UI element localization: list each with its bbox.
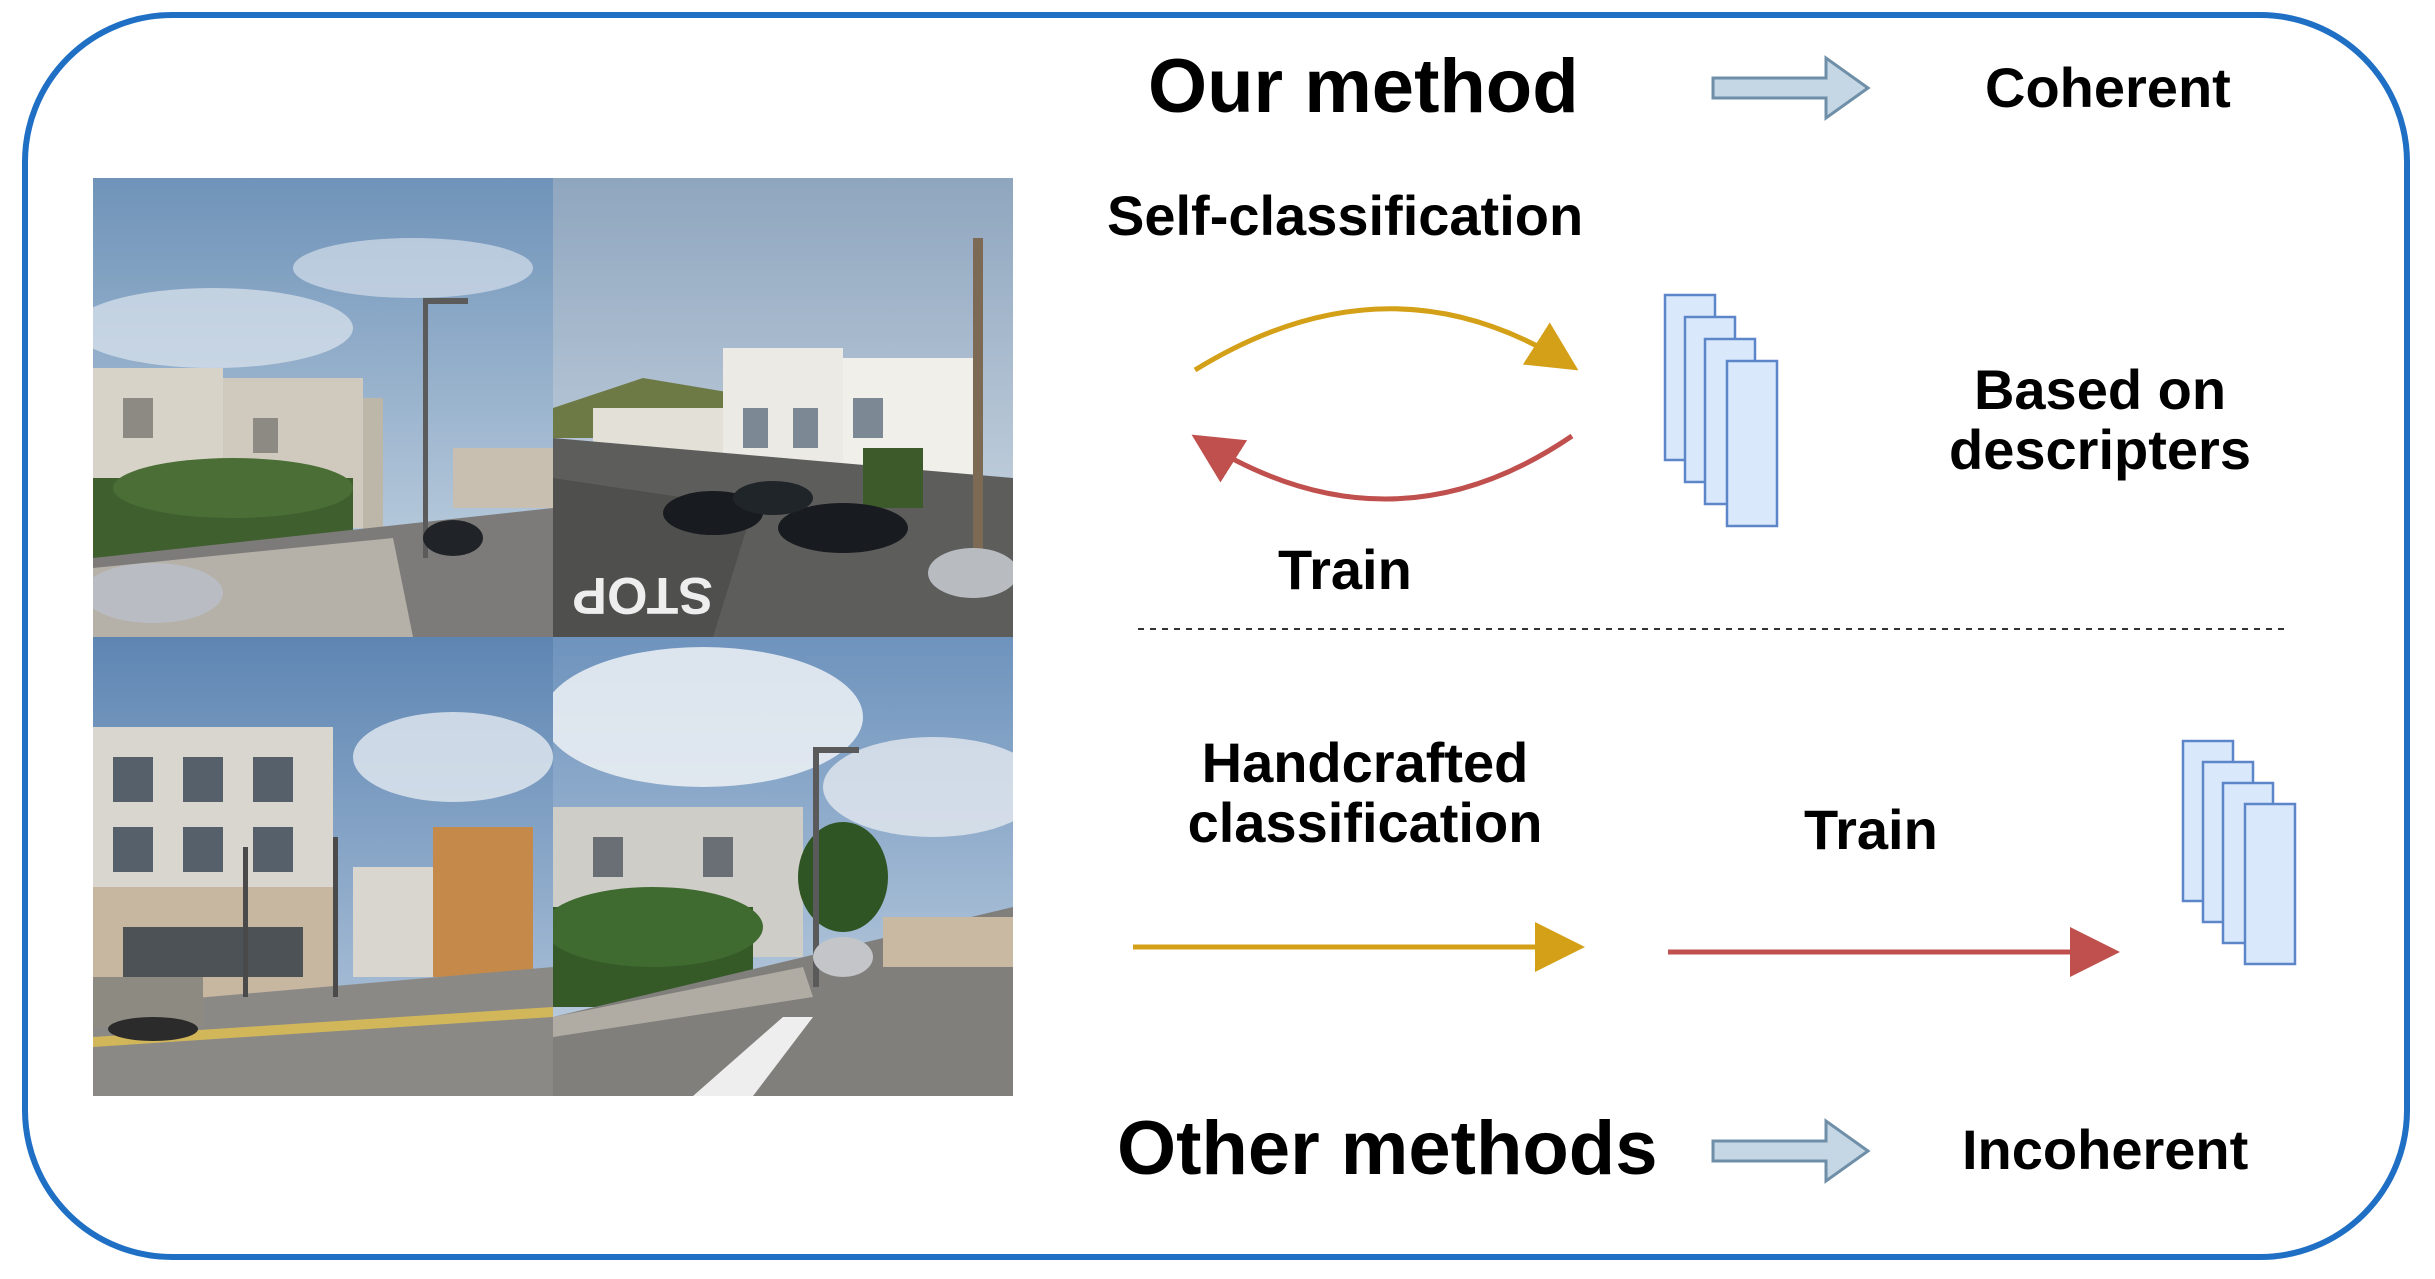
descriptor-label-line2: descripters	[1949, 418, 2251, 482]
stop-road-marking: STOP	[572, 566, 713, 624]
street-photo-bottom-left	[93, 637, 553, 1096]
incoherent-label: Incoherent	[1962, 1118, 2249, 1181]
street-photo-top-right: STOP	[553, 178, 1013, 637]
coherent-label: Coherent	[1985, 56, 2231, 119]
descriptor-label: Based on descripters	[1900, 358, 2300, 482]
handcrafted-classification-label: Handcrafted classification	[1150, 731, 1580, 855]
street-photo-top-left	[93, 178, 553, 637]
block-arrow-icon-bottom	[1711, 1118, 1871, 1184]
diagram-frame	[22, 12, 2410, 1260]
street-view-photo-grid: STOP	[93, 178, 1013, 1096]
self-classification-arrow	[1193, 306, 1579, 373]
feature-stack-icon-top	[1663, 293, 1779, 528]
feature-stack-icon-bottom	[2181, 739, 2297, 966]
self-train-label: Train	[1278, 538, 1412, 601]
self-classification-label: Self-classification	[1107, 184, 1584, 247]
our-method-label: Our method	[1148, 44, 1579, 129]
other-train-label: Train	[1804, 798, 1938, 861]
descriptor-label-line1: Based on	[1973, 358, 2227, 421]
self-train-arrow	[1191, 433, 1574, 502]
handcrafted-label-line2: classification	[1187, 791, 1543, 855]
block-arrow-icon-top	[1711, 55, 1871, 121]
handcrafted-label-line1: Handcrafted	[1201, 731, 1529, 794]
other-methods-label: Other methods	[1117, 1106, 1658, 1191]
street-photo-bottom-right	[553, 637, 1013, 1096]
